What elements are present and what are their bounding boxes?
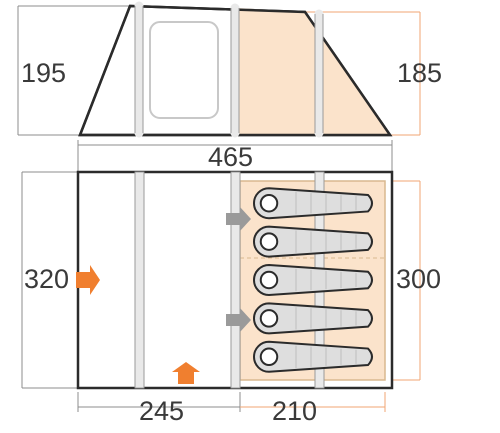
sleeping-bag-hood (259, 193, 279, 213)
sleeping-bag (253, 187, 373, 220)
bottom-dimensions: 245 210 (77, 392, 386, 426)
sleeping-bag (253, 340, 373, 373)
plan-beam-2 (230, 171, 241, 389)
bedroom-door-arrow-bottom (226, 308, 251, 332)
bedroom-length-label: 210 (272, 396, 317, 426)
side-window (149, 21, 219, 119)
sleeping-bag (253, 263, 373, 297)
total-length-label: 465 (208, 142, 253, 172)
sleeping-bag (253, 302, 373, 335)
sleeping-bag-hood (259, 309, 279, 328)
side-right-height-label: 185 (397, 58, 442, 88)
bedroom-door-arrow-top (226, 207, 251, 231)
plan-beam-1 (134, 171, 145, 389)
tent-side-outline (78, 4, 393, 137)
sleeping-bag-hood (259, 270, 279, 290)
sleeping-bag (253, 225, 373, 258)
sleeping-bags (253, 187, 373, 373)
plan-left-width-label: 320 (24, 264, 69, 294)
living-length-label: 245 (139, 396, 184, 426)
plan-right-width-label: 300 (396, 264, 441, 294)
side-view: 195 185 (17, 1, 442, 138)
sleeping-bag-hood (259, 347, 279, 367)
bedroom-side-shading (237, 8, 390, 135)
sleeping-bag-hood (259, 232, 279, 251)
door-arrow-front (172, 362, 200, 384)
floor-plan: 320 300 (21, 170, 441, 390)
side-left-height-label: 195 (21, 58, 66, 88)
door-arrow-left (76, 265, 100, 295)
length-dimension: 465 (77, 140, 393, 176)
